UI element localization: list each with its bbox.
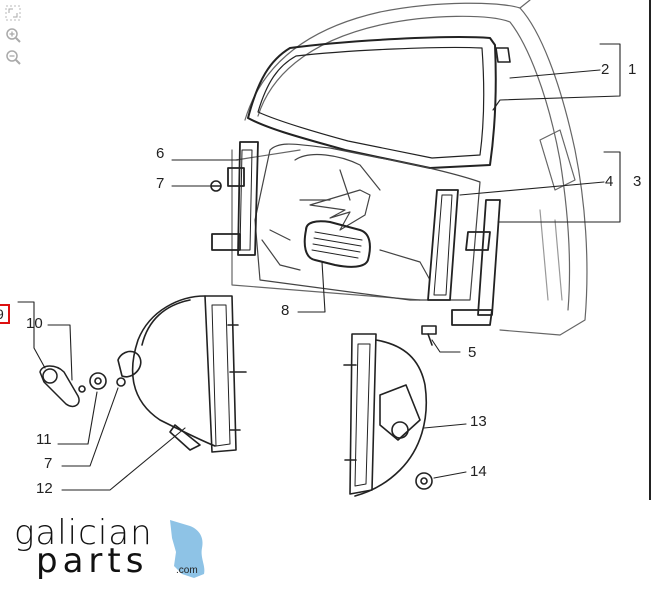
- zoom-out-icon[interactable]: [4, 48, 22, 66]
- callout-2[interactable]: 2: [601, 61, 610, 78]
- part-10-crank-handle: [39, 365, 80, 408]
- callout-13[interactable]: 13: [470, 413, 487, 430]
- callout-6[interactable]: 6: [156, 145, 165, 162]
- callout-14[interactable]: 14: [470, 463, 487, 480]
- logo-line-1: galician: [14, 513, 153, 553]
- part-5-screw: [421, 325, 437, 346]
- part-12-manual-regulator: [117, 295, 247, 453]
- part-8-speaker-grille: [303, 220, 371, 268]
- logo-suffix: .com: [176, 565, 198, 576]
- callout-5[interactable]: 5: [468, 344, 477, 361]
- viewer-edge: [649, 0, 651, 500]
- part-4-channel: [427, 189, 459, 301]
- part-11-washer: [89, 372, 107, 390]
- leader-lines: [17, 43, 621, 491]
- door-frame: [231, 0, 588, 336]
- part-2-clip: [495, 47, 511, 63]
- logo-line-2: parts: [36, 541, 149, 581]
- part-9-bolt: [78, 385, 86, 393]
- callout-12[interactable]: 12: [36, 480, 53, 497]
- part-3-guide-rail: [451, 199, 501, 326]
- callout-4[interactable]: 4: [605, 173, 614, 190]
- callout-10[interactable]: 10: [26, 315, 43, 332]
- callout-8[interactable]: 8: [281, 302, 290, 319]
- callout-7-top[interactable]: 7: [156, 175, 165, 192]
- callout-11[interactable]: 11: [36, 431, 52, 448]
- fullscreen-icon[interactable]: [4, 4, 22, 22]
- part-7-nut: [116, 377, 126, 387]
- callout-3[interactable]: 3: [633, 173, 642, 190]
- part-7-bolt-top: [210, 180, 222, 192]
- callout-9-selected[interactable]: 9: [0, 304, 10, 324]
- galicia-map-shape: [170, 520, 205, 578]
- zoom-in-icon[interactable]: [4, 26, 22, 44]
- inner-panel: [254, 143, 481, 301]
- callout-1[interactable]: 1: [628, 61, 637, 78]
- part-6-guide-rail: [211, 141, 259, 256]
- door-glass: [247, 36, 497, 169]
- galician-parts-logo: galician parts .com: [14, 516, 214, 586]
- callout-7-bottom[interactable]: 7: [44, 455, 53, 472]
- part-13-electric-regulator: [343, 333, 428, 497]
- part-14-nut: [415, 472, 433, 490]
